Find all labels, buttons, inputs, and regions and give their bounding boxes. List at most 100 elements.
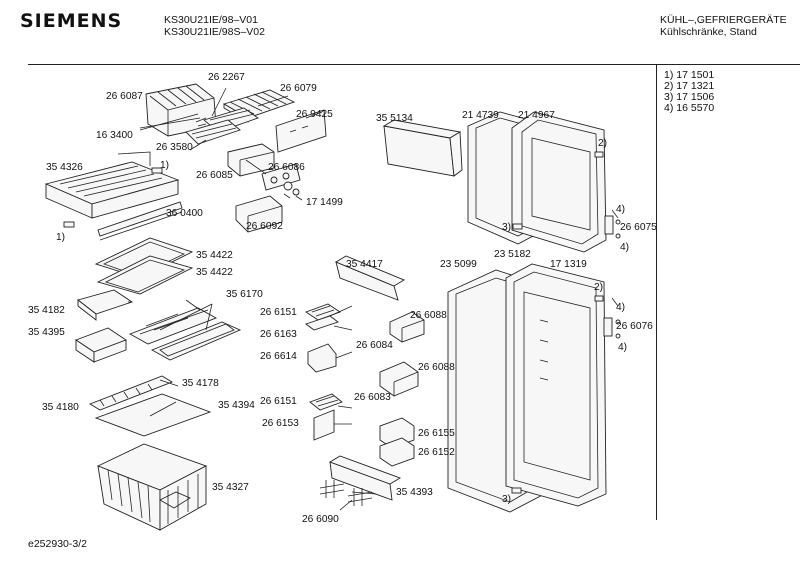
- part-label: 26 2267: [208, 72, 245, 83]
- screw-part: [615, 219, 621, 225]
- hinge-part: [511, 487, 522, 494]
- part-label: 21 4739: [462, 110, 499, 121]
- part-label: 4): [618, 342, 627, 353]
- part-label: 26 6079: [280, 83, 317, 94]
- fridge-door-part: [505, 263, 607, 507]
- freezer-door-part: [511, 111, 607, 253]
- ice-cube-tray-part: [145, 83, 217, 137]
- legend: 1) 17 1501 2) 17 1321 3) 17 1506 4) 16 5…: [664, 70, 714, 114]
- part-label: 3): [502, 494, 511, 505]
- model-number-1: KS30U21IE/98–V01: [164, 14, 258, 26]
- butter-dish-part: [379, 417, 415, 467]
- bottle-retainer-part: [319, 480, 373, 506]
- legend-item: 3) 17 1506: [664, 91, 715, 103]
- part-labels: 26 6087 26 2267 26 6079 16 3400 26 9425 …: [28, 72, 657, 525]
- part-label: 26 6088: [418, 362, 455, 373]
- clip-part: [63, 221, 75, 228]
- ice-mold-part: [185, 107, 259, 145]
- shelf-rail-part: [97, 201, 183, 241]
- egg-tray-part: [309, 393, 343, 441]
- part-label: 1): [56, 232, 65, 243]
- part-label: 26 6088: [410, 310, 447, 321]
- crisper-grid-part: [88, 375, 174, 411]
- hinge-part: [603, 317, 613, 337]
- door-bin-part: [382, 119, 463, 177]
- part-label: 26 6084: [356, 340, 393, 351]
- part-label: 26 6152: [418, 447, 455, 458]
- leader-lines: [128, 87, 619, 511]
- part-label: 35 4395: [28, 327, 65, 338]
- part-label: 35 4422: [196, 267, 233, 278]
- crisper-cover-part: [128, 307, 242, 361]
- category-title: KÜHL–,GEFRIERGERÄTE: [660, 14, 787, 26]
- part-label: 35 4178: [182, 378, 219, 389]
- part-label: 26 6087: [106, 91, 143, 102]
- hinge-part: [512, 223, 523, 230]
- header-divider: [28, 64, 800, 65]
- part-label: 2): [598, 138, 607, 149]
- glass-plate-part: [94, 393, 212, 437]
- part-label: 35 4180: [42, 402, 79, 413]
- legend-item: 2) 17 1321: [664, 80, 715, 92]
- part-label: 26 6155: [418, 428, 455, 439]
- part-label: 35 4422: [196, 250, 233, 261]
- brand-logo: SIEMENS: [20, 10, 123, 32]
- part-label: 23 5182: [494, 249, 531, 260]
- legend-item: 1) 17 1501: [664, 69, 715, 81]
- part-label: 23 5099: [440, 259, 477, 270]
- part-label: 1): [160, 160, 169, 171]
- part-label: 26 6075: [620, 222, 657, 233]
- egg-tray-part: [305, 303, 341, 373]
- part-label: 35 4394: [218, 400, 255, 411]
- part-label: 26 6151: [260, 396, 297, 407]
- part-label: 36 0400: [166, 208, 203, 219]
- crisper-drawer-part: [96, 443, 208, 531]
- small-tray-part: [77, 289, 134, 321]
- legend-divider: [656, 64, 657, 520]
- part-label: 16 3400: [96, 130, 133, 141]
- part-label: 4): [616, 302, 625, 313]
- part-label: 26 9425: [296, 109, 333, 120]
- bottle-holder-part: [379, 311, 425, 397]
- part-label: 17 1499: [306, 197, 343, 208]
- part-label: 35 6170: [226, 289, 263, 300]
- hinge-part: [594, 295, 604, 302]
- screw-part: [615, 233, 621, 239]
- legend-item: 4) 16 5570: [664, 102, 715, 114]
- part-label: 2): [594, 282, 603, 293]
- part-label: 4): [620, 242, 629, 253]
- wire-shelf-part: [44, 151, 180, 219]
- part-label: 35 4417: [346, 259, 383, 270]
- part-label: 35 4326: [46, 162, 83, 173]
- door-shelf-bin-part: [335, 255, 405, 301]
- part-label: 26 6086: [268, 162, 305, 173]
- part-label: 21 4967: [518, 110, 555, 121]
- part-label: 3): [502, 222, 511, 233]
- part-label: 35 5134: [376, 113, 413, 124]
- part-label: 26 3580: [156, 142, 193, 153]
- small-drawer-part: [75, 327, 127, 363]
- part-label: 35 4182: [28, 305, 65, 316]
- drawing-id: e252930-3/2: [28, 538, 87, 550]
- hinge-part: [604, 215, 614, 235]
- screw-part: [615, 319, 621, 325]
- hinge-bracket-part: [227, 143, 275, 177]
- part-label: 26 6092: [246, 221, 283, 232]
- part-label: 26 6076: [616, 321, 653, 332]
- hinge-part: [594, 151, 604, 158]
- part-label: 35 4393: [396, 487, 433, 498]
- glass-shelf-part: [94, 237, 194, 295]
- thermostat-knob-part: [261, 163, 301, 196]
- clip-part: [151, 167, 163, 174]
- part-label: 26 6083: [354, 392, 391, 403]
- category-subtitle: Kühlschränke, Stand: [660, 26, 757, 38]
- door-shelf-bin-part: [328, 455, 402, 501]
- model-number-2: KS30U21IE/98S–V02: [164, 26, 265, 38]
- part-label: 26 6090: [302, 514, 339, 525]
- part-label: 35 4327: [212, 482, 249, 493]
- part-label: 26 6085: [196, 170, 233, 181]
- part-label: 26 6153: [262, 418, 299, 429]
- part-label: 26 6163: [260, 329, 297, 340]
- part-label: 17 1319: [550, 259, 587, 270]
